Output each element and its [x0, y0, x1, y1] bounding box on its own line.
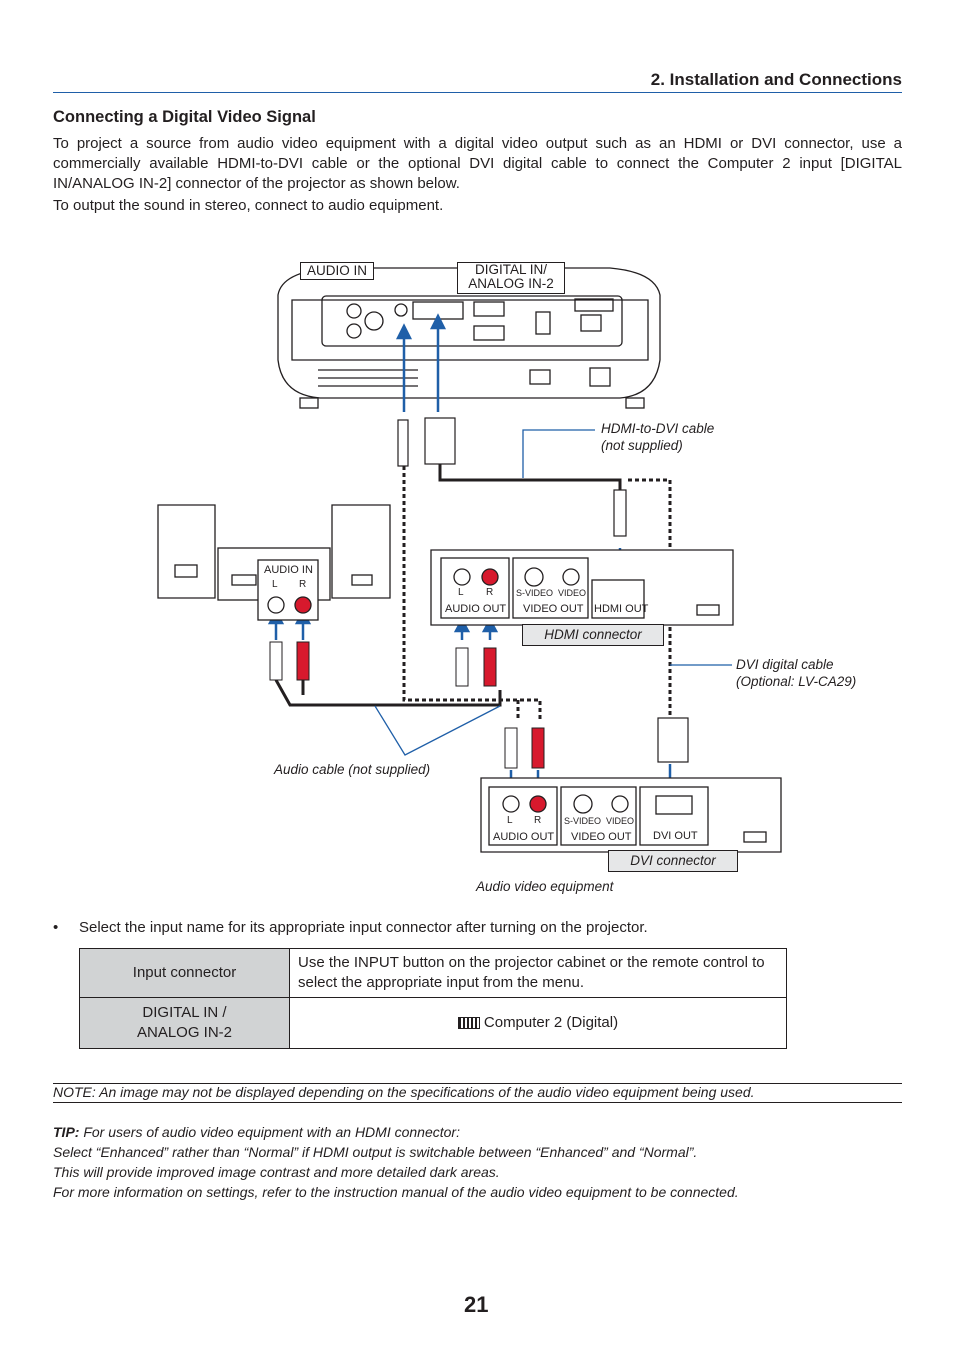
dev1-l-label: L [458, 587, 464, 598]
tip-line-1: TIP: For users of audio video equipment … [53, 1122, 902, 1142]
computer-2-digital-text: Computer 2 (Digital) [483, 1014, 619, 1031]
dev1-audio-out-label: AUDIO OUT [445, 603, 507, 615]
projector-digital-in-label: DIGITAL IN/ ANALOG IN-2 [457, 262, 565, 294]
hdmi-connector-label: HDMI connector [522, 624, 664, 646]
dvi-device-illustration [480, 777, 782, 853]
page-number: 21 [464, 1292, 489, 1317]
computer-input-icon [457, 1017, 480, 1030]
cell-line-2: ANALOG IN-2 [136, 1024, 233, 1041]
projector-audio-in-label: AUDIO IN [300, 262, 374, 280]
table-cell: DIGITAL IN / ANALOG IN-2 [79, 997, 290, 1049]
projector-illustration [277, 267, 661, 409]
bullet-item: • Select the input name for its appropria… [53, 919, 648, 936]
dev2-video-out-label: VIDEO OUT [571, 831, 632, 843]
intro-paragraph: To project a source from audio video equ… [53, 135, 902, 192]
dev1-video-out-label: VIDEO OUT [523, 603, 584, 615]
table-row: DIGITAL IN / ANALOG IN-2 Computer 2 (Dig… [79, 997, 787, 1049]
audio-cable-label: Audio cable (not supplied) [274, 762, 431, 777]
dev2-video-label: VIDEO [606, 816, 635, 826]
note: NOTE: An image may not be displayed depe… [53, 1083, 902, 1103]
table-cell: Computer 2 (Digital) [289, 997, 787, 1049]
plug-illustrations [397, 417, 689, 763]
hdmi-cable-label: HDMI-to-DVI cable (not supplied) [601, 420, 714, 454]
tip-text-1: For users of audio video equipment with … [83, 1124, 460, 1140]
speaker-audio-in-label: AUDIO IN [264, 564, 313, 576]
table-row: Input connector Use the INPUT button on … [79, 948, 787, 998]
tip-line-2: Select “Enhanced” rather than “Normal” i… [53, 1144, 698, 1160]
input-selection-table: Input connector Use the INPUT button on … [79, 948, 787, 1049]
tip-line-4: For more information on settings, refer … [53, 1184, 739, 1200]
digital-in-line-1: DIGITAL IN/ [474, 262, 547, 277]
bullet-text: Select the input name for its appropriat… [79, 919, 648, 936]
tip-label: TIP: [53, 1124, 80, 1140]
page-heading: Connecting a Digital Video Signal [53, 108, 316, 126]
dev1-r-label: R [486, 587, 494, 598]
digital-in-line-2: ANALOG IN-2 [468, 276, 554, 291]
dev1-video-label: VIDEO [558, 588, 587, 598]
table-cell: Input connector [79, 948, 290, 998]
bullet-mark: • [53, 919, 59, 936]
hdmi-device-illustration [430, 549, 734, 626]
equipment-label: Audio video equipment [476, 879, 614, 894]
speaker-r-label: R [299, 579, 307, 590]
speaker-illustration [157, 504, 391, 621]
tip-line-3: This will provide improved image contras… [53, 1164, 500, 1180]
dvi-connector-label: DVI connector [608, 850, 738, 872]
dvi-cable-label: DVI digital cable (Optional: LV-CA29) [736, 656, 856, 690]
dvi-cable-line-2: (Optional: LV-CA29) [736, 674, 857, 689]
dev1-svideo-label: S-VIDEO [516, 588, 554, 598]
section-header: 2. Installation and Connections [53, 70, 902, 93]
dev2-dvi-out-label: DVI OUT [653, 830, 698, 842]
dev2-svideo-label: S-VIDEO [564, 816, 602, 826]
rca-plugs [269, 641, 545, 769]
hdmi-cable-line-1: HDMI-to-DVI cable [601, 421, 715, 436]
table-cell: Use the INPUT button on the projector ca… [289, 948, 787, 998]
hdmi-cable-line-2: (not supplied) [601, 438, 683, 453]
dev2-r-label: R [534, 815, 542, 826]
section-title: 2. Installation and Connections [650, 70, 902, 89]
dev2-audio-out-label: AUDIO OUT [493, 831, 555, 843]
intro-paragraph-2: To output the sound in stereo, connect t… [53, 197, 444, 214]
cell-line-1: DIGITAL IN / [142, 1004, 227, 1021]
dev2-l-label: L [507, 815, 513, 826]
dev1-hdmi-out-label: HDMI OUT [594, 603, 649, 615]
dvi-cable-line-1: DVI digital cable [736, 657, 834, 672]
speaker-l-label: L [272, 579, 278, 590]
